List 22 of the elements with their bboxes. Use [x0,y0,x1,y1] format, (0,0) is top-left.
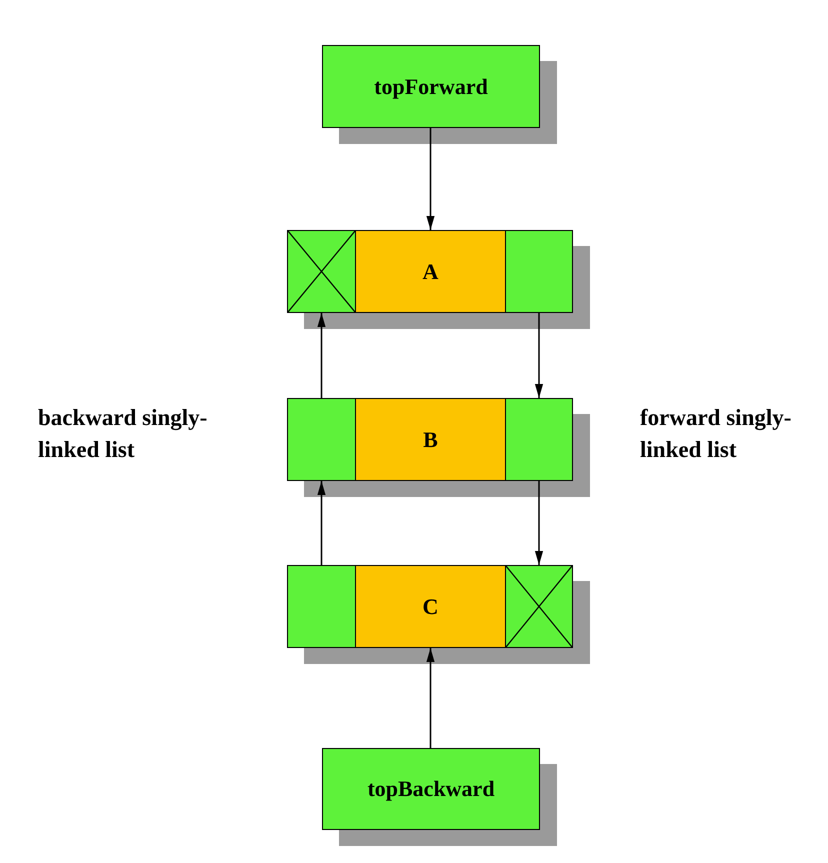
arrow [534,481,544,565]
pointer-box [322,45,540,128]
arrow [317,313,326,398]
data-cell [355,398,506,481]
arrow [426,648,435,748]
data-cell [355,565,506,648]
node-label: C [422,594,438,620]
data-cell [355,230,506,313]
pointer-cell [287,565,356,648]
list-caption: backward singly-linked list [38,404,208,464]
node-label: topBackward [367,776,495,802]
arrow [426,128,435,230]
list-caption: forward singly-linked list [640,404,792,464]
pointer-cell [505,230,573,313]
pointer-box [322,748,540,830]
node-label: B [423,426,438,452]
arrow [317,481,326,565]
pointer-cell [505,398,573,481]
arrow [534,313,544,398]
node-label: topForward [374,74,488,100]
node-label: A [422,258,438,284]
pointer-cell [287,398,356,481]
